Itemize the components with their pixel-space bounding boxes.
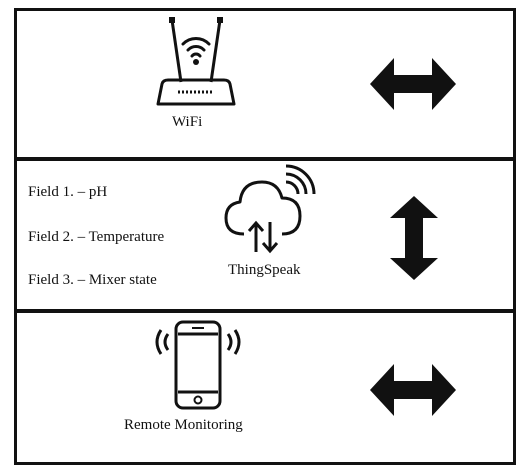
field-3-label: Field 3. – Mixer state (28, 272, 157, 288)
wifi-label: WiFi (172, 114, 203, 130)
wifi-router-icon (156, 17, 236, 106)
cloud-label: ThingSpeak (228, 262, 301, 278)
bottom-divider (14, 462, 516, 465)
divider-2 (14, 309, 516, 313)
field-1-label: Field 1. – pH (28, 184, 108, 200)
remote-label: Remote Monitoring (124, 417, 243, 433)
divider-1 (14, 157, 516, 161)
double-arrow-vertical-icon (390, 196, 438, 280)
smartphone-signal-icon (155, 320, 241, 410)
cloud-sync-icon (224, 164, 316, 254)
double-arrow-horizontal-icon (370, 364, 456, 416)
double-arrow-horizontal-icon (370, 58, 456, 110)
top-divider (14, 8, 516, 11)
diagram-frame (14, 8, 516, 465)
field-2-label: Field 2. – Temperature (28, 229, 165, 245)
